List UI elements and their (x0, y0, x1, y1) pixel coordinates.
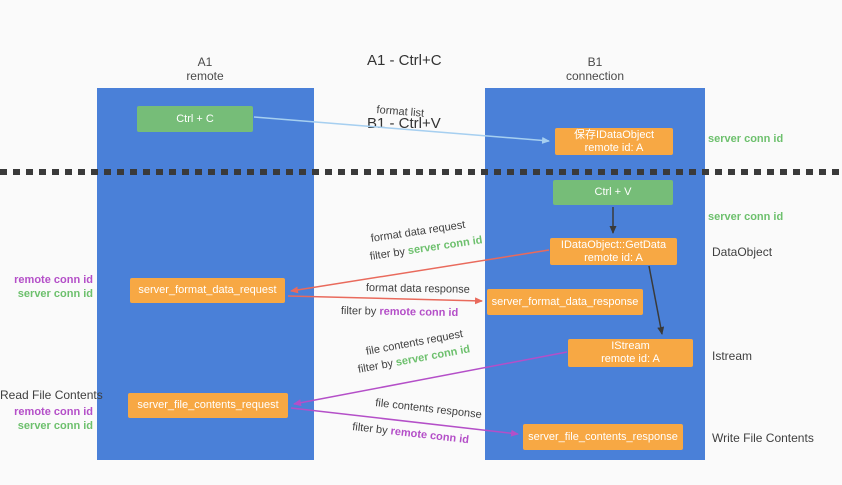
save-idataobject-node: 保存IDataObject remote id: A (555, 128, 673, 155)
remote-conn-id-annotation-top: remote conn id (14, 274, 93, 286)
machine-boundary-dotted-line (0, 169, 842, 175)
save-idataobject-line1: 保存IDataObject (573, 128, 655, 141)
idataobject-getdata-node: IDataObject::GetData remote id: A (550, 238, 677, 265)
remote-conn-id-annotation-bottom: remote conn id (14, 406, 93, 418)
getdata-line1: IDataObject::GetData (560, 238, 667, 251)
istream-node: IStream remote id: A (568, 339, 693, 367)
file-contents-response-filter-label: filter by remote conn id (352, 421, 470, 446)
column-header-b1: B1 connection (540, 55, 650, 83)
dataobject-annotation: DataObject (712, 245, 773, 259)
conn-id-annotation-block-top: remote conn id server conn id (0, 273, 93, 301)
column-a1-role: remote (186, 69, 224, 83)
title-line-1: A1 - Ctrl+C (367, 52, 442, 69)
save-idataobject-line2: remote id: A (584, 141, 644, 154)
format-data-response-filter-label: filter by remote conn id (341, 305, 459, 319)
conn-id-annotation-block-bottom: remote conn id server conn id (0, 405, 93, 433)
write-file-contents-annotation: Write File Contents (712, 431, 814, 445)
server-conn-id-annotation-left-bottom: server conn id (17, 420, 93, 432)
server-conn-id-annotation-top: server conn id (708, 133, 784, 145)
ctrl-c-label: Ctrl + C (176, 112, 214, 125)
read-file-contents-annotation: Read File Contents (0, 388, 103, 402)
filter-by-text: filter by (357, 356, 398, 376)
diagram-title: A1 - Ctrl+C B1 - Ctrl+V (367, 8, 442, 155)
server-file-contents-response-node: server_file_contents_response (523, 424, 683, 450)
filter-by-text: filter by (369, 245, 409, 263)
server-conn-id-annotation-mid: server conn id (708, 211, 784, 223)
ctrl-c-node: Ctrl + C (137, 106, 253, 132)
server-conn-id-annotation-left-top: server conn id (17, 288, 93, 300)
server-format-data-request-node: server_format_data_request (130, 278, 285, 303)
server-file-contents-request-label: server_file_contents_request (137, 399, 279, 411)
column-a1-id: A1 (197, 55, 213, 69)
istream-line2: remote id: A (601, 353, 660, 365)
istream-line1: IStream (611, 340, 650, 352)
column-header-a1: A1 remote (150, 55, 260, 83)
format-data-response-arrow (287, 295, 483, 305)
file-contents-response-label: file contents response (374, 397, 483, 422)
filter-by-text: filter by (340, 305, 380, 318)
istream-annotation: Istream (712, 349, 753, 363)
server-file-contents-request-node: server_file_contents_request (128, 393, 288, 418)
remote-conn-id-key: remote conn id (379, 305, 459, 320)
server-format-data-response-label: server_format_data_response (491, 295, 639, 308)
format-data-response-label: format data response (365, 282, 470, 296)
column-b1-role: connection (565, 69, 625, 83)
column-b1-id: B1 (587, 55, 603, 69)
remote-conn-id-key: remote conn id (389, 425, 470, 447)
ctrl-v-label: Ctrl + V (594, 186, 632, 198)
filter-by-text: filter by (351, 421, 392, 438)
server-format-data-response-node: server_format_data_response (487, 289, 643, 315)
ctrl-v-node: Ctrl + V (553, 180, 673, 205)
server-file-contents-response-label: server_file_contents_response (528, 430, 678, 443)
getdata-line2: remote id: A (584, 251, 643, 264)
server-format-data-request-label: server_format_data_request (138, 284, 277, 296)
